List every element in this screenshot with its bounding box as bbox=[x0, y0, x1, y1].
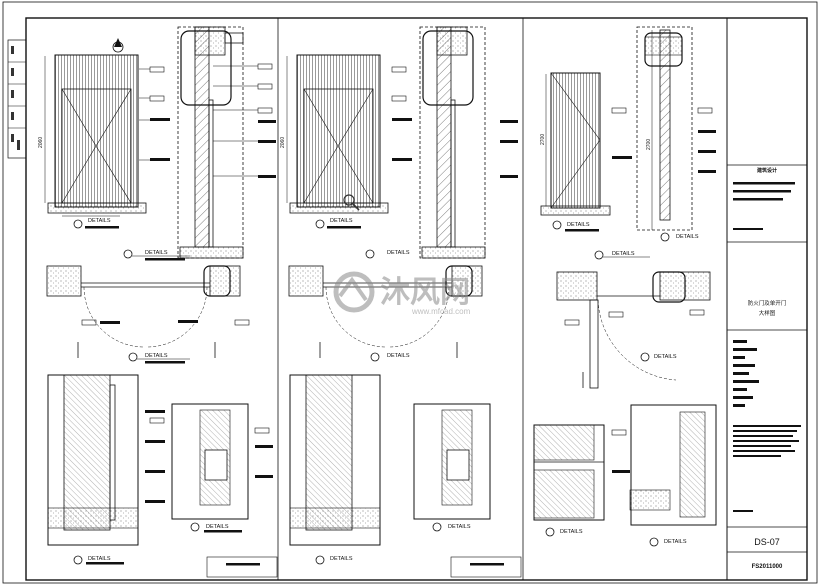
enlarged-details: DETAILS DETAILS bbox=[47, 374, 273, 565]
details-caption: DETAILS bbox=[664, 539, 687, 545]
details-caption: DETAILS bbox=[145, 250, 168, 256]
details-caption: DETAILS bbox=[330, 556, 353, 562]
height-dimension: 2060 bbox=[280, 137, 286, 148]
details-caption: DETAILS bbox=[88, 218, 111, 224]
watermark: 沐风网 www.mfcad.com bbox=[333, 271, 471, 316]
vertical-section bbox=[177, 26, 276, 259]
sheet-number: DS-07 bbox=[754, 537, 780, 547]
door-elevation: 2060 DETAILS bbox=[38, 38, 170, 229]
height-dimension: 2060 bbox=[38, 137, 44, 148]
panel-3-single-door: 2700 DETAILS 2700 DETAILS DETAILS DETAIL… bbox=[533, 26, 717, 547]
details-caption: DETAILS bbox=[206, 524, 229, 530]
details-caption: DETAILS bbox=[560, 529, 583, 535]
title-block: 建筑设计 防火门及单开门 大样图 DS-07 FS2011000 bbox=[726, 17, 808, 581]
details-caption: DETAILS bbox=[145, 353, 168, 359]
details-caption: DETAILS bbox=[654, 354, 677, 360]
panel-2-double-door: 2060 DETAILS DETAILS DETAILS bbox=[280, 26, 518, 565]
details-caption: DETAILS bbox=[387, 250, 410, 256]
details-caption: DETAILS bbox=[88, 556, 111, 562]
details-caption: DETAILS bbox=[387, 353, 410, 359]
magnifier-icon bbox=[343, 194, 360, 211]
sheet-title-line2: 大样图 bbox=[759, 309, 776, 317]
details-caption: DETAILS bbox=[448, 524, 471, 530]
details-caption: DETAILS bbox=[676, 234, 699, 240]
drawing-code: FS2011000 bbox=[752, 564, 783, 570]
watermark-text: 沐风网 bbox=[380, 275, 470, 310]
watermark-url: www.mfcad.com bbox=[411, 307, 471, 316]
details-caption: DETAILS bbox=[330, 218, 353, 224]
door-plan: DETAILS DETAILS bbox=[46, 249, 250, 364]
revision-strip bbox=[7, 39, 27, 159]
height-dimension: 2700 bbox=[540, 134, 546, 145]
panel-1-double-door: 2060 DETAILS bbox=[38, 26, 276, 565]
details-caption: DETAILS bbox=[567, 222, 590, 228]
company-name: 建筑设计 bbox=[756, 167, 777, 174]
details-caption: DETAILS bbox=[612, 251, 635, 257]
height-dimension: 2700 bbox=[646, 139, 652, 150]
sheet-title-line1: 防火门及单开门 bbox=[748, 299, 787, 307]
